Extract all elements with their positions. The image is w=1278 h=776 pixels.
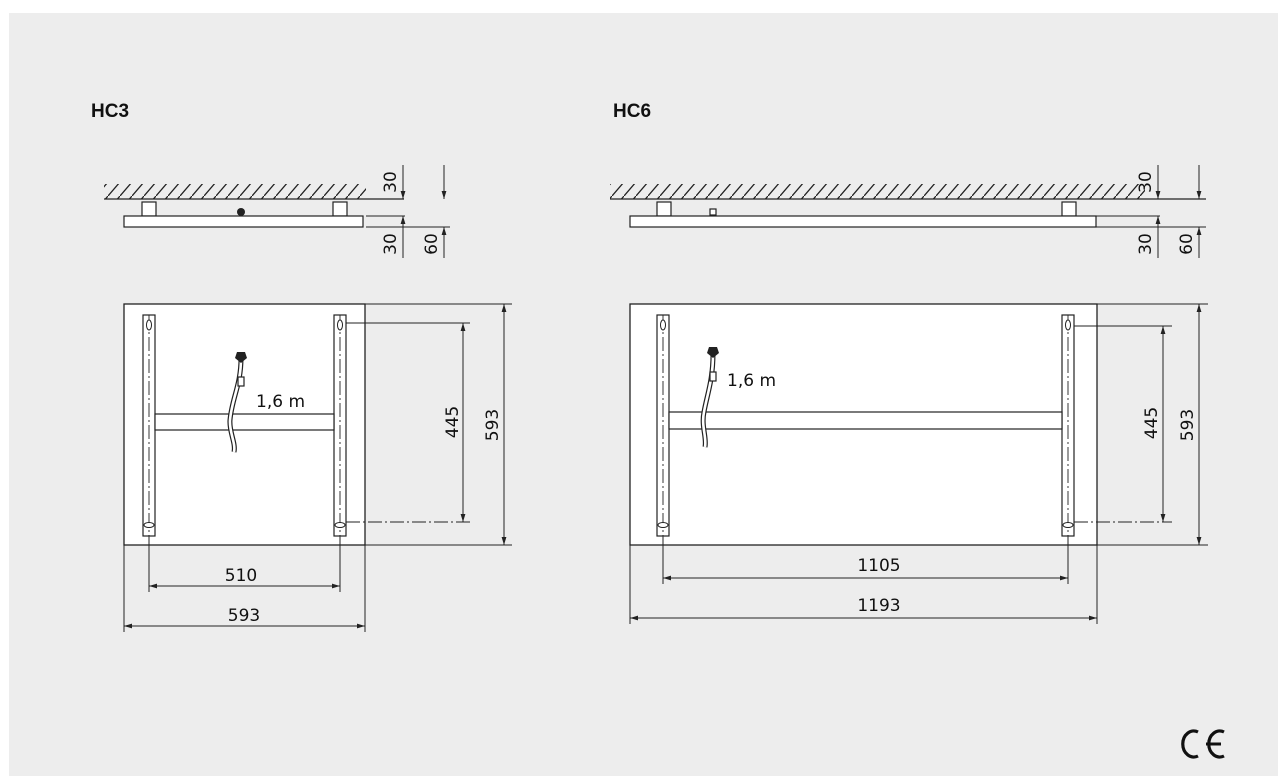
heater-panel-side: [123, 215, 364, 228]
plug-icon: [235, 352, 247, 363]
dim-horizontal-rail: 1105: [857, 556, 900, 576]
hc6-front-view: 1,6 m 445 593 1105 1193: [629, 303, 1208, 624]
cable-connector-icon: [237, 208, 245, 216]
mount-bracket: [141, 201, 157, 217]
dim-total: 60: [1177, 233, 1197, 255]
cross-bar: [668, 411, 1063, 430]
cross-bar: [154, 413, 335, 431]
mount-bracket: [332, 201, 348, 217]
dim-gap-top: 30: [381, 171, 401, 193]
heater-panel-side: [629, 215, 1097, 228]
model-title-hc6: HC6: [613, 101, 652, 122]
plug-icon: [707, 347, 719, 358]
dim-gap-bottom: 30: [381, 233, 401, 255]
dim-vertical-rail: 445: [443, 406, 463, 438]
ce-mark-icon: [1181, 729, 1225, 759]
mount-bracket: [1061, 201, 1077, 217]
dim-vertical-rail: 445: [1142, 407, 1162, 439]
dim-total: 60: [422, 233, 442, 255]
cable-length-label: 1,6 m: [727, 371, 776, 391]
dim-height: 593: [1178, 409, 1198, 441]
dim-horizontal-rail: 510: [225, 566, 257, 586]
dim-height: 593: [483, 409, 503, 441]
mount-bracket: [656, 201, 672, 217]
dim-width: 593: [228, 606, 260, 626]
ceiling-hatch: [610, 184, 1145, 199]
cable-connector-icon: [709, 208, 717, 216]
ceiling-hatch: [104, 184, 366, 199]
hc3-front-view: 1,6 m 445 593 510 593: [123, 303, 512, 632]
hc6-side-view: 30 30 60: [610, 165, 1206, 258]
cable-length-label: 1,6 m: [256, 392, 305, 412]
model-title-hc3: HC3: [91, 101, 130, 122]
dim-width: 1193: [857, 596, 900, 616]
dim-gap-bottom: 30: [1136, 233, 1156, 255]
dim-gap-top: 30: [1136, 171, 1156, 193]
hc3-side-view: 30 30 60: [104, 165, 450, 258]
